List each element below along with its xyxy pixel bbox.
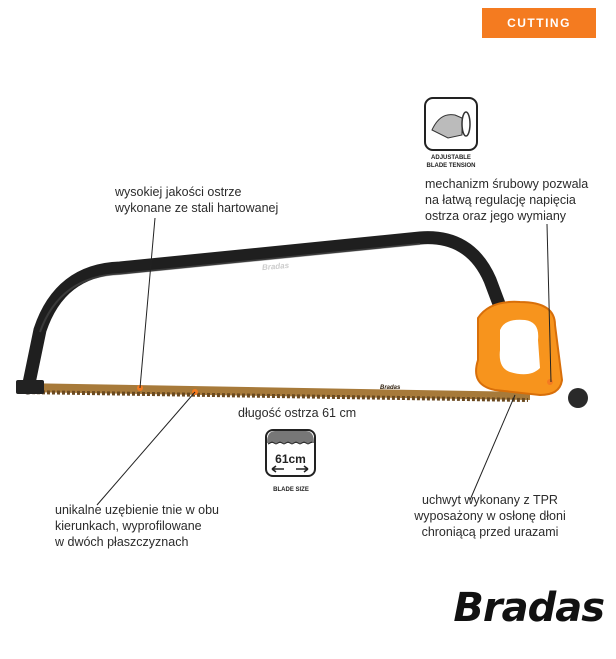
blade-size-value: 61cm [275,452,306,466]
blade-size-caption: BLADE SIZE [273,487,309,493]
annotation-line: unikalne uzębienie tnie w obu [55,503,220,517]
tension-knob [568,388,588,408]
adjustable-tension-icon [424,97,478,151]
blade-size-icon [265,429,316,477]
annotation-teeth: unikalne uzębienie tnie w obu kierunkach… [55,502,219,550]
annotation-line: w dwóch płaszczyznach [55,535,189,549]
brand-logo: Bradas [453,585,605,631]
saw-blade [18,383,530,400]
annotation-line: chroniącą przed urazami [421,525,559,539]
annotation-blade-quality: wysokiej jakości ostrze wykonane ze stal… [115,184,278,216]
annotation-line: na łatwą regulację napięcia [425,193,576,207]
saw-teeth [21,390,529,402]
annotation-line: wysokiej jakości ostrze [115,185,242,199]
annotation-line: uchwyt wykonany z TPR [422,493,558,507]
annotation-line: kierunkach, wyprofilowane [55,519,202,533]
annotation-handle: uchwyt wykonany z TPR wyposażony w osłon… [410,492,570,540]
annotation-line: ostrza oraz jego wymiany [425,209,567,223]
saw-frame [21,231,512,395]
tension-caption-line: BLADE TENSION [426,163,476,169]
leader-lines [96,217,552,506]
annotation-line: wyposażony w osłonę dłoni [414,509,566,523]
category-badge: CUTTING [482,8,596,38]
tension-caption: ADJUSTABLE BLADE TENSION [420,154,482,170]
annotation-blade-length: długość ostrza 61 cm [238,406,357,420]
tension-caption-line: ADJUSTABLE [431,155,471,161]
blade-brand: Bradas [380,385,401,391]
annotation-line: mechanizm śrubowy pozwala [425,177,589,191]
annotation-line: wykonane ze stali hartowanej [115,201,279,215]
annotation-tension: mechanizm śrubowy pozwala na łatwą regul… [425,176,588,224]
